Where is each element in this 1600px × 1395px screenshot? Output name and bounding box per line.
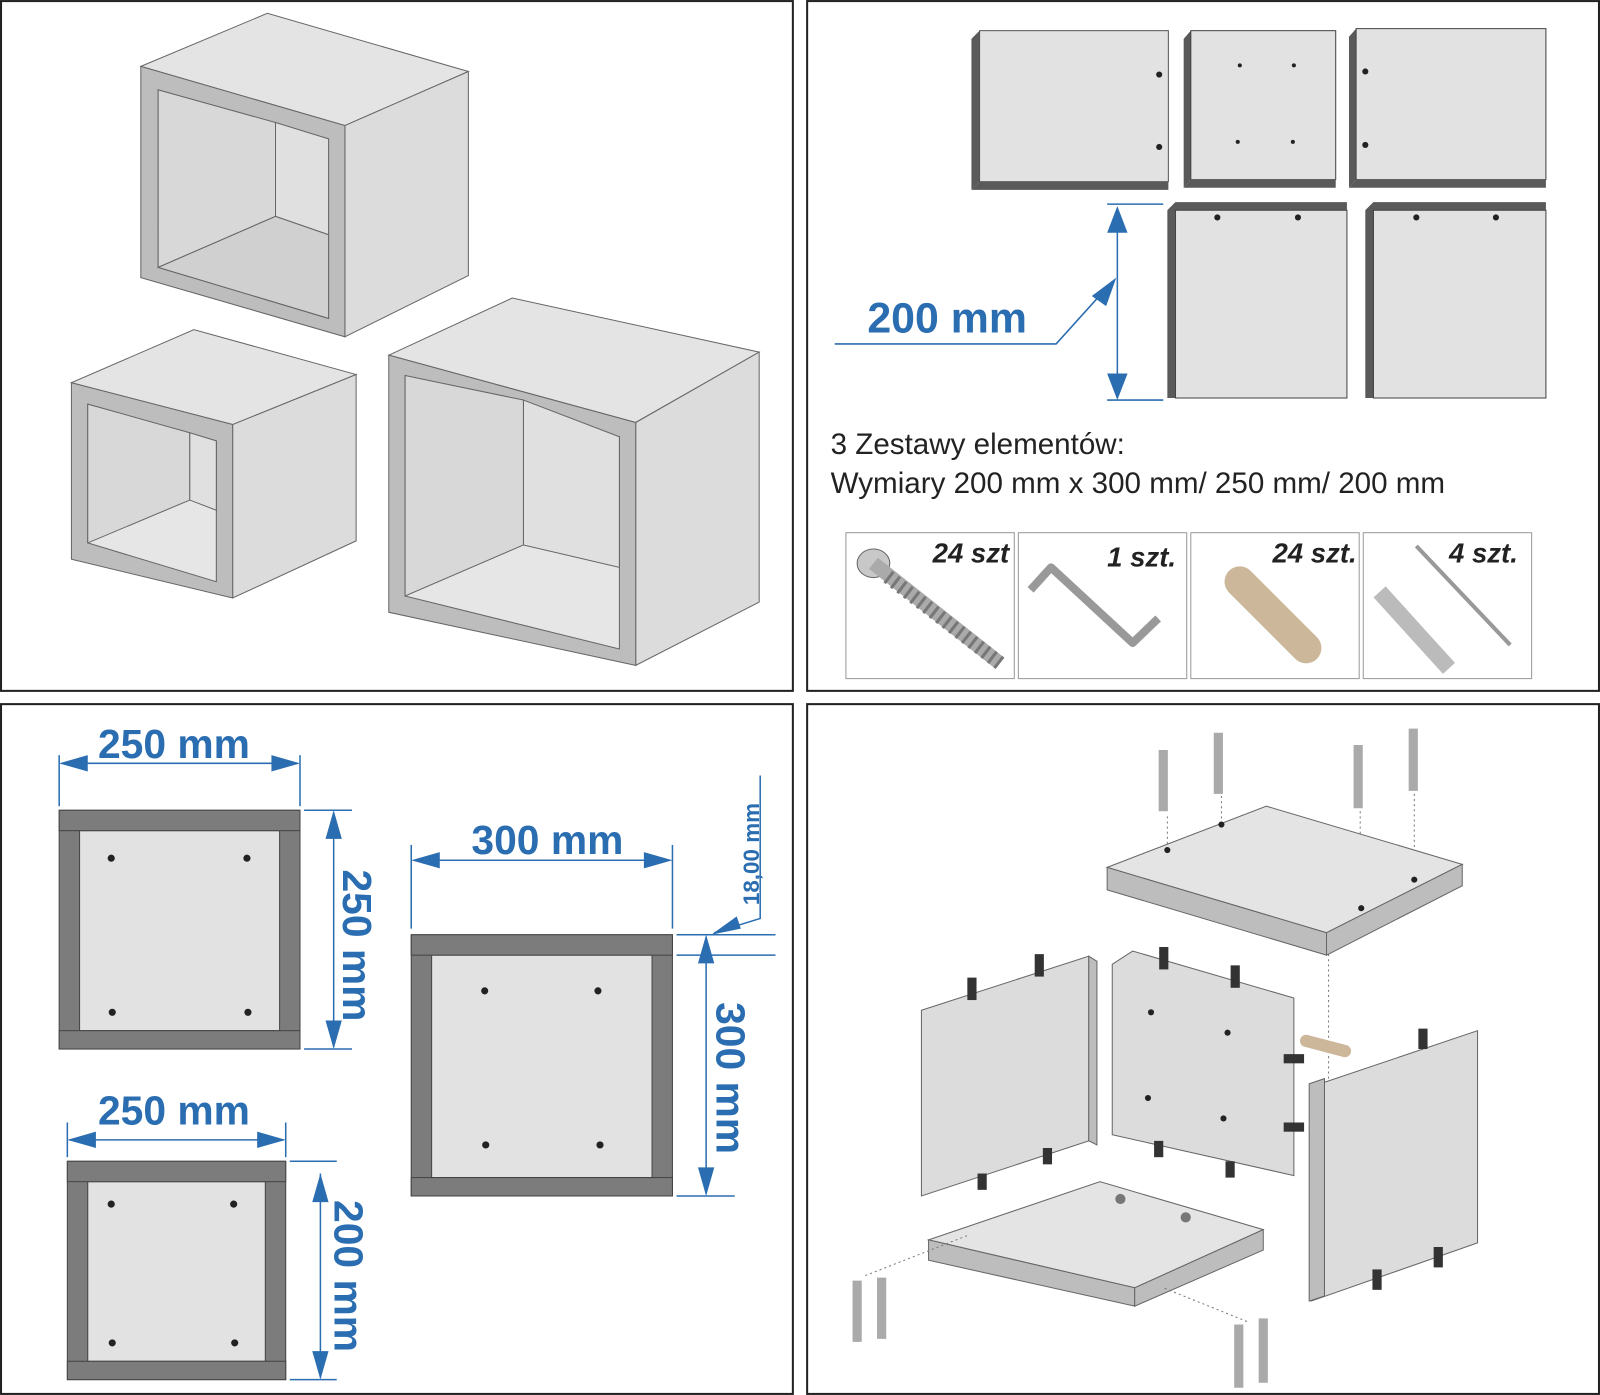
screw-icon [852, 728, 1418, 1388]
cube-250-illustration [139, 12, 470, 338]
caption-dimensions: Wymiary 200 mm x 300 mm/ 250 mm/ 200 mm [831, 467, 1445, 500]
panel-dimensions [0, 703, 794, 1395]
hardware-item: 1 szt. [1017, 532, 1188, 680]
cube-300-width-label: 300 mm [471, 817, 623, 863]
cube-300-illustration [387, 297, 761, 667]
cube-200-width-label: 250 mm [98, 1088, 250, 1134]
hardware-item: 24 szt. [1190, 532, 1360, 680]
cube-300-height-label: 300 mm [707, 1002, 753, 1154]
board-thickness-label: 18,00 mm [739, 803, 764, 905]
hardware-qty: 24 szt [932, 537, 1011, 568]
height-label: 200 mm [867, 295, 1027, 343]
cube-200-height-label: 200 mm [326, 1200, 372, 1352]
panel-exploded-view [806, 703, 1600, 1395]
hardware-qty: 1 szt. [1107, 541, 1176, 572]
wall-plug-screw-icon [1373, 544, 1512, 674]
wooden-dowel-icon [1224, 566, 1322, 664]
wooden-dowel-icon [1300, 1034, 1352, 1058]
hardware-qty: 4 szt. [1448, 537, 1518, 568]
exploded-assembly [852, 728, 1479, 1388]
hardware-item: 24 szt [845, 532, 1015, 680]
panel-parts-list [806, 0, 1600, 692]
cube-200-front-view: 250 mm 200 mm [66, 1088, 372, 1381]
hex-key-icon [1027, 563, 1161, 647]
hardware-item: 4 szt. [1362, 532, 1533, 680]
height-dimension-200: 200 mm [834, 203, 1164, 401]
cube-300-front-view: 300 mm 300 mm 18,00 mm [410, 775, 776, 1197]
board-panels [971, 28, 1547, 399]
confirmat-screw-icon [856, 548, 1005, 669]
hardware-qty: 24 szt. [1271, 537, 1356, 568]
cube-200-illustration [69, 329, 358, 599]
cube-250-width-label: 250 mm [98, 721, 250, 767]
caption-sets: 3 Zestawy elementów: [831, 428, 1125, 461]
panel-cubes-overview [0, 0, 794, 692]
cube-250-front-view: 250 mm 250 mm [58, 721, 380, 1050]
cube-250-height-label: 250 mm [334, 869, 380, 1021]
